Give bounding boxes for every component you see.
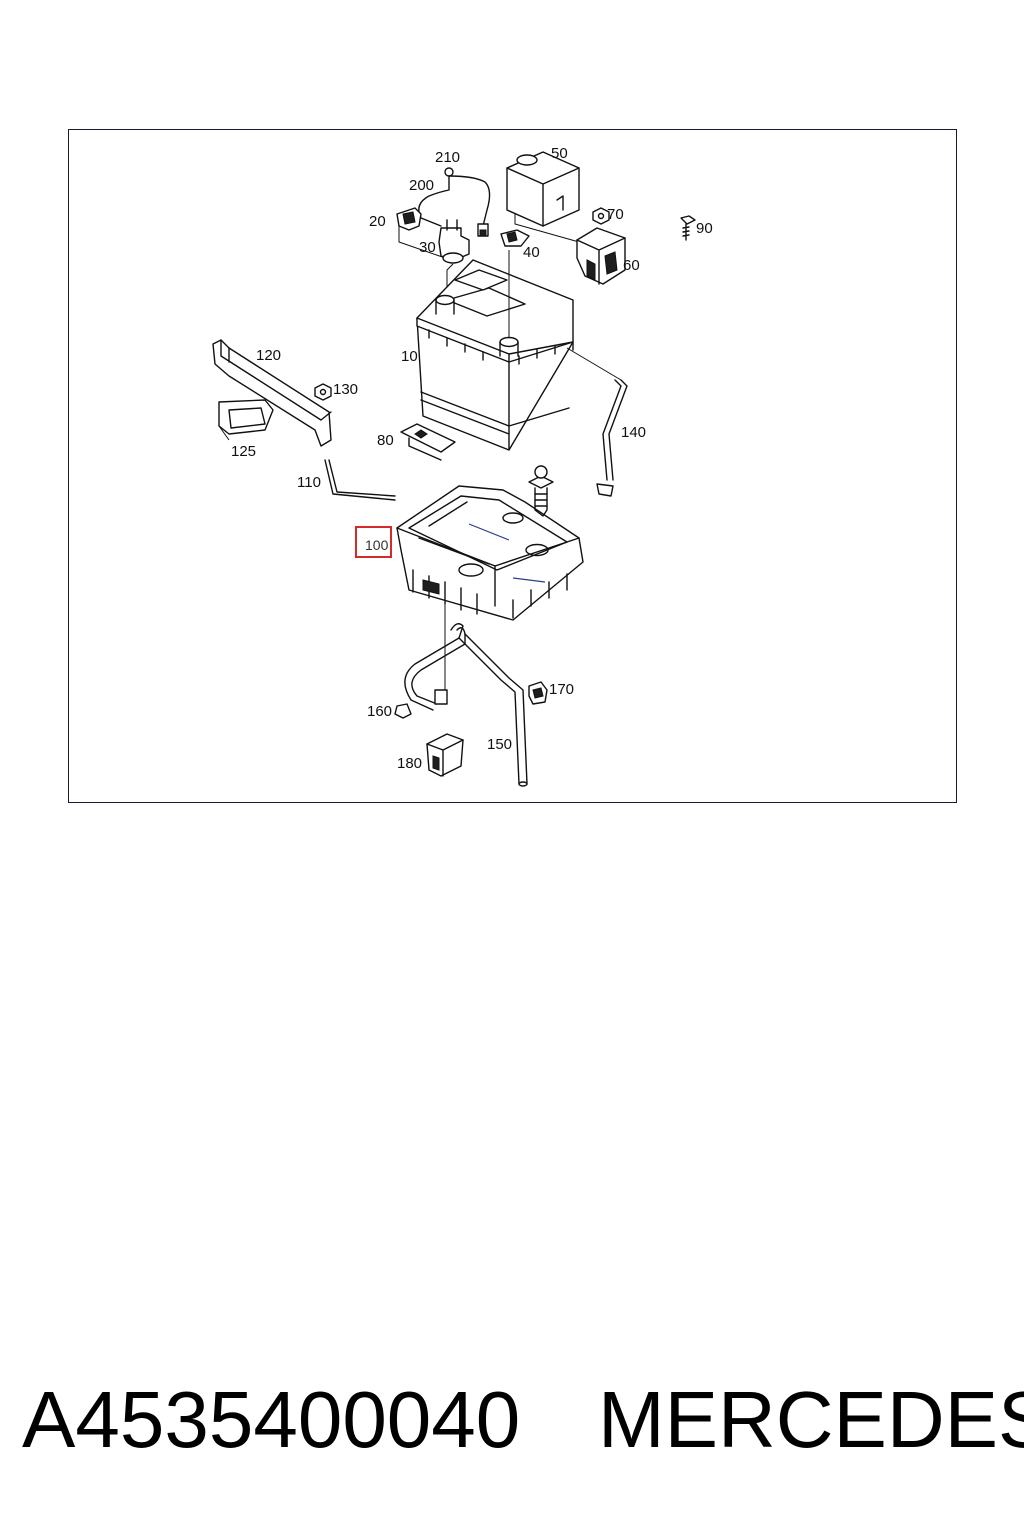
brand-name: MERCEDES xyxy=(598,1375,1024,1464)
callout-200: 200 xyxy=(409,177,434,194)
callout-70: 70 xyxy=(607,206,624,223)
callout-100: 100 xyxy=(365,537,389,553)
callout-40: 40 xyxy=(523,244,540,261)
part-10-battery xyxy=(416,250,574,451)
part-70-nut xyxy=(592,207,610,225)
part-170-clip xyxy=(528,681,548,705)
part-140-rod xyxy=(566,347,628,497)
part-160-clip xyxy=(394,703,412,719)
callout-60: 60 xyxy=(623,257,640,274)
part-110-rod xyxy=(324,459,396,501)
part-130-nut xyxy=(314,383,332,401)
callout-20: 20 xyxy=(369,213,386,230)
part-120-bracket xyxy=(212,339,332,447)
callout-80: 80 xyxy=(377,432,394,449)
part-60-fuse-block xyxy=(576,227,626,285)
part-50-cover xyxy=(506,151,580,243)
callout-10: 10 xyxy=(401,348,418,365)
callout-125: 125 xyxy=(231,443,256,460)
callout-160: 160 xyxy=(367,703,392,720)
callout-90: 90 xyxy=(696,220,713,237)
part-150-hose xyxy=(404,623,528,787)
callout-180: 180 xyxy=(397,755,422,772)
footer: A4535400040 MERCEDES xyxy=(0,1370,1024,1470)
part-tray-bolt xyxy=(528,465,554,517)
callout-130: 130 xyxy=(333,381,358,398)
callout-170: 170 xyxy=(549,681,574,698)
part-40-clip xyxy=(500,229,530,247)
parts-diagram: 210 50 200 70 90 20 30 40 60 120 10 130 … xyxy=(68,129,957,803)
part-80-clamp xyxy=(400,423,456,461)
part-90-bolt xyxy=(680,215,696,241)
callout-50: 50 xyxy=(551,145,568,162)
part-number: A4535400040 xyxy=(22,1375,521,1464)
exploded-parts-drawing: 210 50 200 70 90 20 30 40 60 120 10 130 … xyxy=(212,145,713,787)
callout-210: 210 xyxy=(435,149,460,166)
callout-140: 140 xyxy=(621,424,646,441)
callout-110: 110 xyxy=(297,474,321,491)
callout-150: 150 xyxy=(487,736,512,753)
callout-30: 30 xyxy=(419,239,436,256)
part-180-connector xyxy=(426,733,464,777)
part-20-clamp xyxy=(396,207,452,261)
part-100-tray xyxy=(396,485,584,690)
callout-120: 120 xyxy=(256,347,281,364)
highlight-box-100 xyxy=(355,526,392,558)
